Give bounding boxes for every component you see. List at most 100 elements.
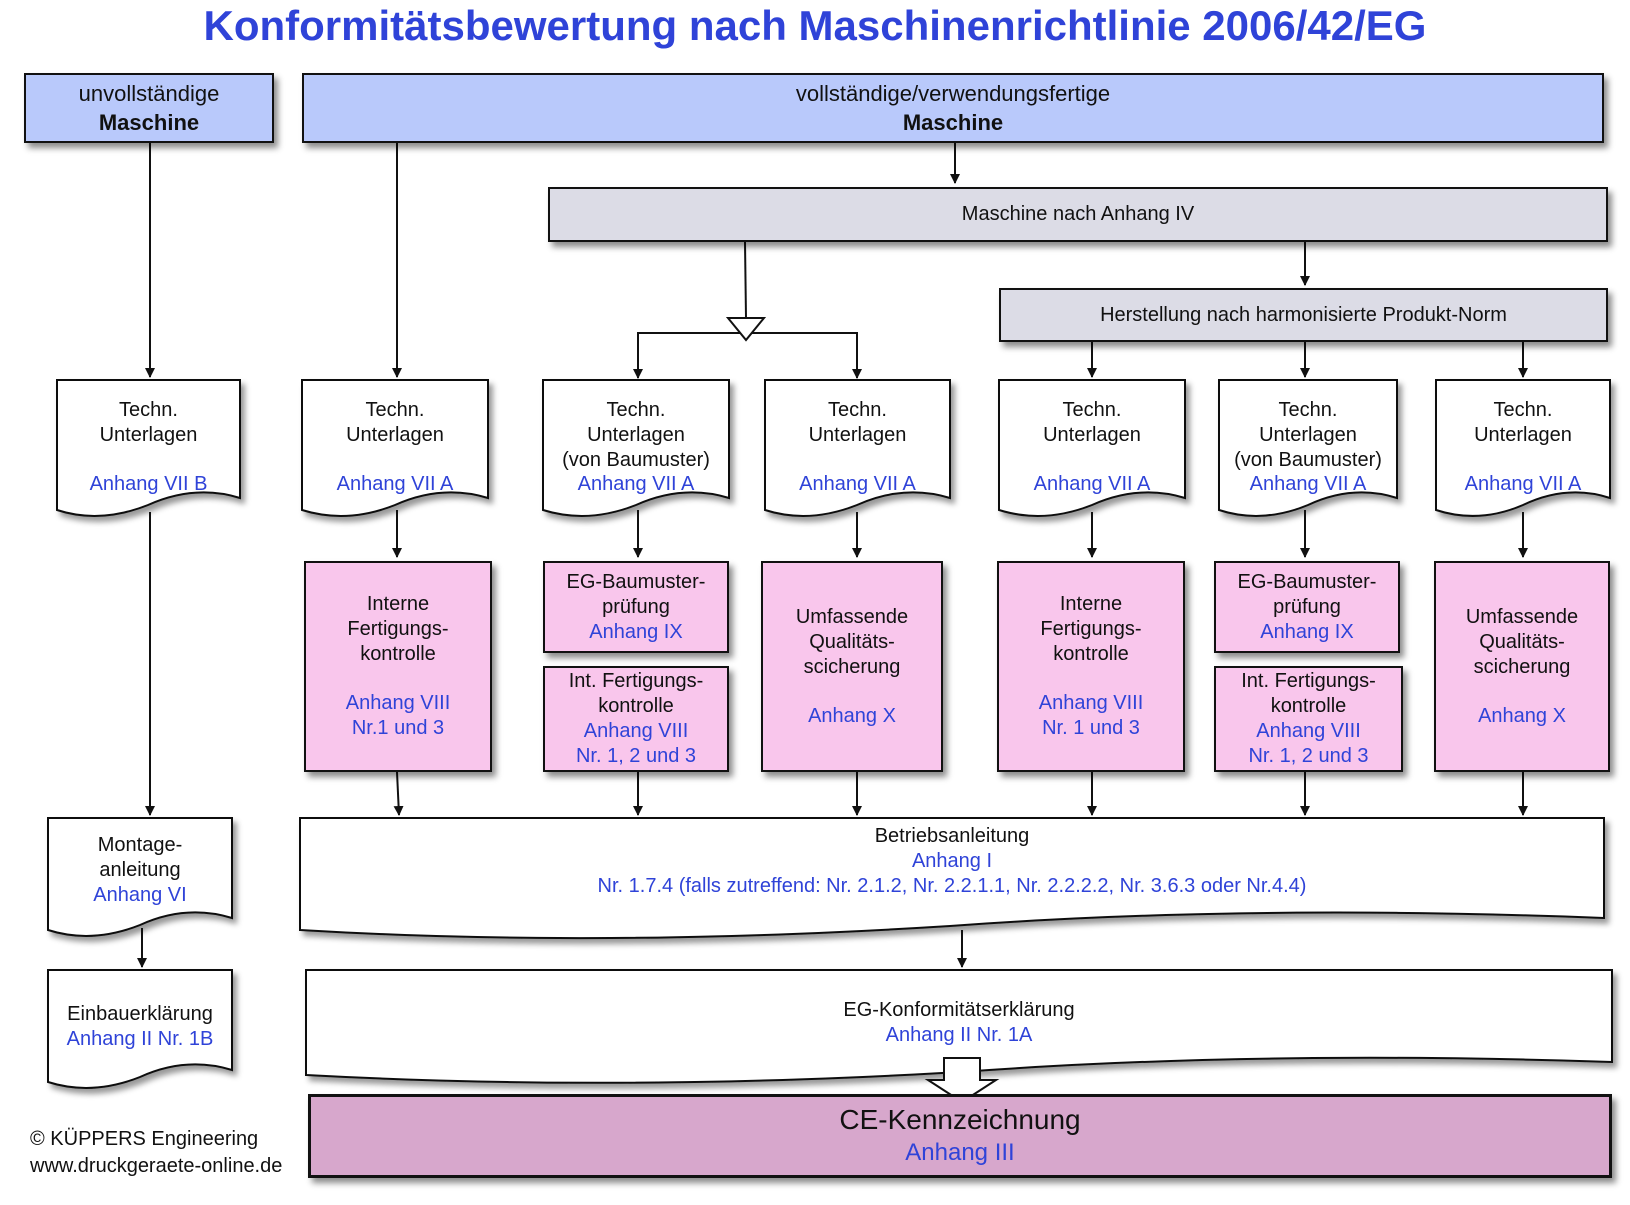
procedure-ref: Nr. 1 und 3 [1042,717,1140,739]
type-examination-box: EG-Baumuster- prüfung Anhang IX [1214,561,1400,653]
int-production-control-box: Int. Fertigungs- kontrolle Anhang VIII N… [1214,666,1403,772]
tech-doc-line: Techn. [1493,399,1553,421]
doc-shape [1218,379,1398,517]
procedure-line: kontrolle [598,695,674,717]
tech-doc-line: Unterlagen [808,424,907,446]
ce-marking-ref: Anhang III [905,1139,1015,1166]
tech-doc-line: Unterlagen [1474,424,1572,446]
int-production-control-box: Int. Fertigungs- kontrolle Anhang VIII N… [543,666,729,772]
operating-instructions-detail: Nr. 1.7.4 (falls zutreffend: Nr. 2.1.2, … [597,875,1307,897]
down-block-arrow-icon [924,1057,1000,1104]
tech-doc-ref: Anhang VII A [1464,473,1582,495]
conformity-declaration: EG-Konformitätserklärung Anhang II Nr. 1… [306,998,1612,1048]
doc-shape [47,817,233,937]
assembly-instructions-ref: Anhang VI [93,884,187,906]
type-examination-box: EG-Baumuster- prüfung Anhang IX [543,561,729,653]
tech-doc-line: Unterlagen [1043,424,1141,446]
procedure-ref: Anhang X [808,704,896,727]
procedure-ref: Anhang IX [1260,620,1354,643]
procedure-ref: Nr. 1, 2 und 3 [575,745,697,767]
tech-doc-line: (von Baumuster) [1234,449,1382,471]
procedure-line: Int. Fertigungs- [568,670,704,692]
procedure-line: prüfung [602,595,670,618]
tech-doc-line [999,448,1185,472]
tech-doc-type-vii-a: Techn. Unterlagen (von Baumuster) Anhang… [543,398,729,497]
doc-shape [56,379,241,517]
copyright-line2: www.druckgeraete-online.de [30,1155,283,1177]
tech-doc-line: Techn. [365,399,425,421]
internal-production-control-box: Interne Fertigungs- kontrolle Anhang VII… [997,561,1185,772]
incorporation-declaration-ref: Anhang II Nr. 1B [66,1028,214,1050]
copyright: © KÜPPERS Engineering www.druckgeraete-o… [30,1126,282,1180]
tech-doc-vii-b: Techn. Unterlagen Anhang VII B [57,398,240,497]
tech-doc-ref: Anhang VII A [1249,473,1367,495]
annex-iv-label: Maschine nach Anhang IV [961,203,1195,225]
complete-machine-line1: vollständige/verwendungsfertige [795,81,1111,106]
procedure-ref: Anhang VIII [1256,720,1361,742]
procedure-line: Interne [1059,593,1123,615]
tech-doc-line: Techn. [606,399,666,421]
doc-shape [764,379,951,517]
conformity-declaration-ref: Anhang II Nr. 1A [885,1024,1033,1046]
conformity-declaration-label: EG-Konformitätserklärung [843,999,1075,1021]
operating-instructions-ref: Anhang I [911,850,993,872]
procedure-ref: Nr.1 und 3 [351,717,445,739]
tech-doc-line: (von Baumuster) [562,449,710,471]
complete-machine-box: vollständige/verwendungsfertige Maschine [302,73,1604,143]
procedure-line: Umfassende [1465,605,1579,628]
doc-shape [542,379,730,517]
tech-doc-vii-a: Techn. Unterlagen Anhang VII A [765,398,950,497]
incomplete-machine-line2: Maschine [98,110,200,135]
procedure-line: Interne [366,593,430,615]
procedure-ref: Anhang VIII [1038,692,1144,714]
procedure-line: Int. Fertigungs- [1241,670,1376,692]
incorporation-declaration-label: Einbauerklärung [67,1003,213,1025]
tech-doc-line [302,448,488,472]
tech-doc-vii-a: Techn. Unterlagen Anhang VII A [302,398,488,497]
assembly-instructions-line2: anleitung [99,859,181,881]
procedure-line: kontrolle [360,643,436,665]
doc-shape [301,379,489,517]
procedure-line: Qualitäts- [1479,630,1565,653]
operating-instructions: Betriebsanleitung Anhang I Nr. 1.7.4 (fa… [300,824,1604,899]
tech-doc-line: Techn. [119,399,178,421]
tech-doc-line: Unterlagen [99,424,198,446]
incomplete-machine-line1: unvollständige [78,81,220,106]
procedure-line: Fertigungs- [1040,618,1142,640]
annex-iv-box: Maschine nach Anhang IV [548,187,1608,242]
procedure-ref: Anhang IX [589,620,683,643]
tech-doc-vii-a: Techn. Unterlagen Anhang VII A [999,398,1185,497]
tech-doc-line [765,448,950,472]
tech-doc-ref: Anhang VII B [89,473,208,495]
quality-assurance-box: Umfassende Qualitäts- scicherung Anhang … [761,561,943,772]
tech-doc-vii-a: Techn. Unterlagen Anhang VII A [1436,398,1610,497]
operating-instructions-label: Betriebsanleitung [874,825,1030,847]
procedure-line: Umfassende [795,605,909,628]
tech-doc-line: Unterlagen [1259,424,1357,446]
tech-doc-ref: Anhang VII A [1033,473,1151,495]
incorporation-declaration: Einbauerklärung Anhang II Nr. 1B [48,1002,232,1052]
tech-doc-line [1436,448,1610,472]
quality-assurance-box: Umfassende Qualitäts- scicherung Anhang … [1434,561,1610,772]
procedure-line: scicherung [1473,655,1571,678]
tech-doc-ref: Anhang VII A [336,473,454,495]
procedure-ref: Anhang VIII [583,720,689,742]
procedure-line: EG-Baumuster- [1237,570,1377,593]
tech-doc-line [57,448,240,472]
procedure-line: kontrolle [1053,643,1129,665]
complete-machine-line2: Maschine [902,110,1004,135]
internal-production-control-box: Interne Fertigungs- kontrolle Anhang VII… [304,561,492,772]
tech-doc-line: Unterlagen [346,424,444,446]
procedure-line: EG-Baumuster- [566,570,706,593]
doc-shape [47,969,233,1089]
procedure-ref: Anhang VIII [345,692,451,714]
tech-doc-line: Techn. [1062,399,1122,421]
procedure-ref: Nr. 1, 2 und 3 [1248,745,1369,767]
assembly-instructions-line1: Montage- [97,834,183,856]
ce-marking-label: CE-Kennzeichnung [839,1104,1081,1135]
ce-marking-box: CE-Kennzeichnung Anhang III [308,1094,1612,1178]
procedure-line: Fertigungs- [347,618,449,640]
tech-doc-ref: Anhang VII A [799,473,916,495]
